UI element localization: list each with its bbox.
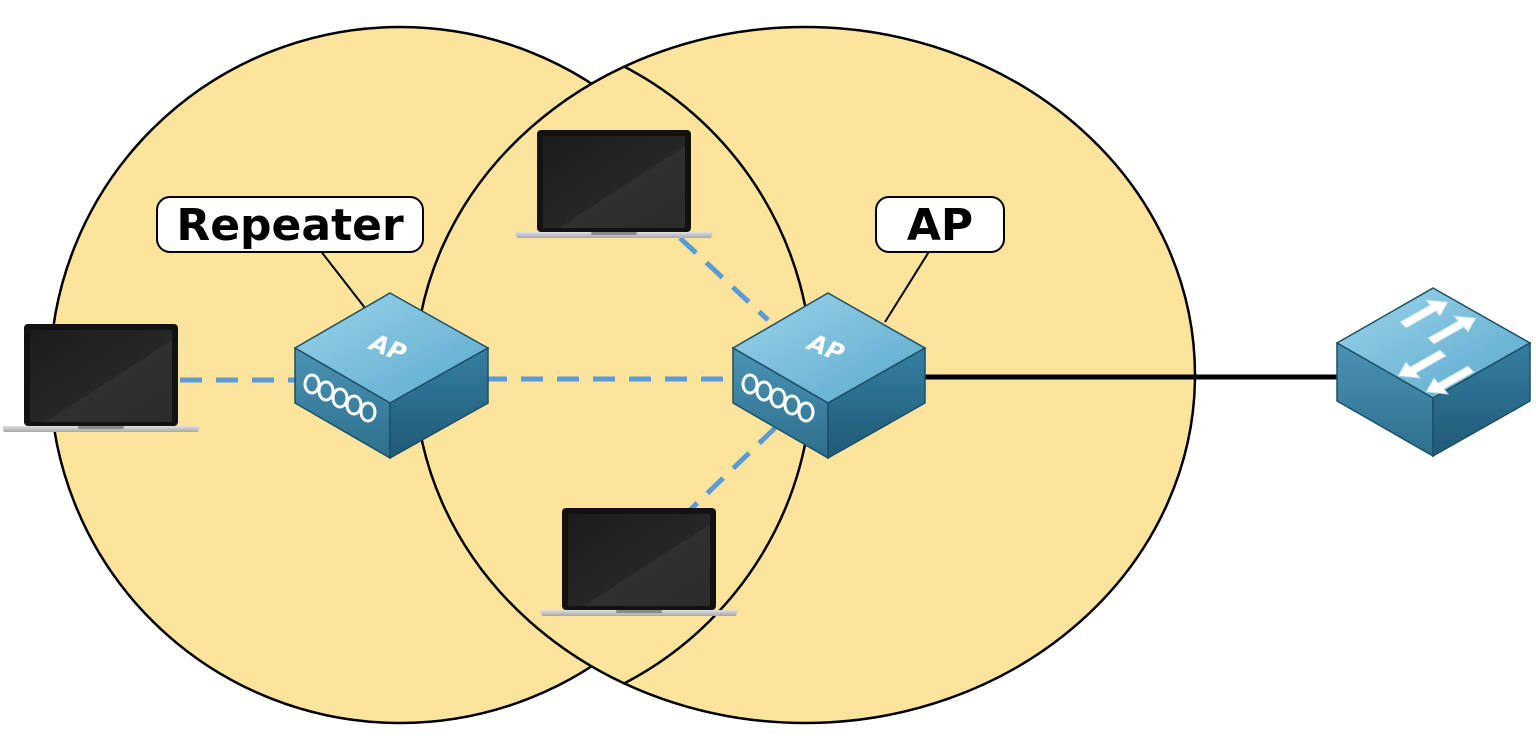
laptop-icon [515,130,713,238]
repeater-access-point: AP [293,292,490,460]
repeater-callout-pointer [319,249,366,309]
access-point-icon [731,292,927,460]
wireless-link-top-laptop-ap [678,236,770,322]
ap-callout: AP [875,196,1005,253]
laptop-icon [540,508,738,616]
laptop-left [2,324,200,432]
laptop-top [515,130,713,238]
laptop-icon [2,324,200,432]
ap-callout-pointer [884,249,931,323]
network-switch [1335,287,1532,458]
main-access-point: AP [731,292,927,460]
repeater-callout: Repeater [156,196,424,253]
ap-callout-label: AP [907,200,973,251]
switch-icon [1335,287,1532,458]
access-point-icon [293,292,490,460]
wireless-links [180,236,777,512]
repeater-callout-label: Repeater [176,200,404,251]
wireless-link-bottom-laptop-ap [688,426,777,512]
laptop-bottom [540,508,738,616]
